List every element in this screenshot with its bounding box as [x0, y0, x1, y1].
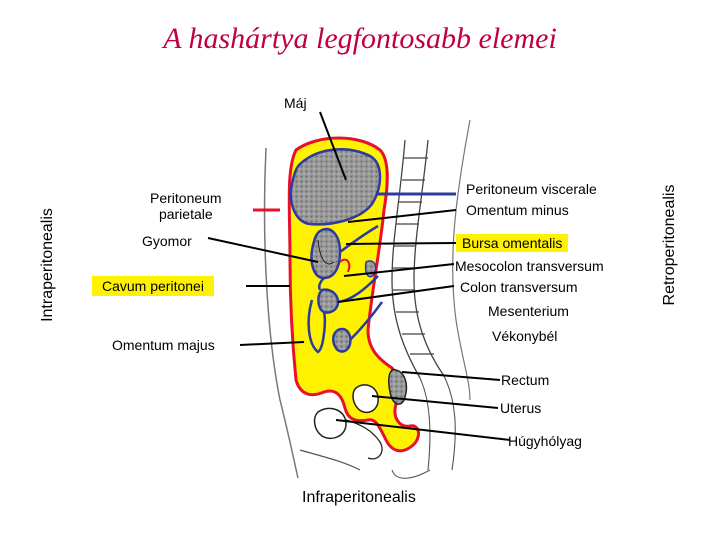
small-intestine-organ — [332, 327, 352, 353]
label-maj: Máj — [284, 95, 307, 111]
back-outline — [452, 119, 471, 401]
colon-transversum-organ — [317, 288, 340, 314]
bursa-omentalis-space — [339, 258, 351, 273]
slide-title: A hashártya legfontosabb elemei — [163, 22, 557, 55]
pointer-uterus — [371, 395, 499, 409]
label-gyomor: Gyomor — [142, 233, 192, 249]
label-infraperitonealis: Infraperitonealis — [302, 489, 416, 506]
pointer-lines — [207, 111, 511, 441]
label-vekonybel: Vékonybél — [492, 328, 558, 344]
pointer-gyomor — [207, 237, 319, 263]
pointer-colon — [337, 285, 455, 303]
pointer-mesocolon — [343, 263, 455, 277]
spine — [391, 139, 445, 379]
pointer-omentum-minus — [347, 209, 457, 223]
sacrum — [391, 375, 456, 479]
label-peritoneum-parietale: Peritoneum parietale — [150, 190, 222, 222]
label-hugyholyag: Húgyhólyag — [508, 433, 582, 449]
liver-organ — [289, 148, 382, 226]
uterus-organ — [352, 384, 379, 414]
pointer-bursa — [345, 242, 457, 245]
label-colon-transversum: Colon transversum — [460, 279, 578, 295]
label-omentum-minus: Omentum minus — [466, 202, 569, 218]
rectum-organ — [387, 369, 408, 405]
label-omentum-majus: Omentum majus — [112, 337, 215, 353]
bladder-organ — [313, 407, 347, 440]
label-bursa-omentalis: Bursa omentalis — [456, 234, 569, 252]
label-retroperitonealis: Retroperitonealis — [661, 184, 678, 306]
label-mesocolon-transversum: Mesocolon transversum — [455, 258, 604, 274]
label-cavum-peritonei: Cavum peritonei — [92, 276, 214, 296]
label-mesenterium: Mesenterium — [488, 303, 569, 319]
pointer-omentum-majus — [239, 341, 305, 346]
pointer-rectum — [401, 371, 501, 381]
label-intraperitonealis: Intraperitonealis — [39, 208, 56, 322]
stomach-organ — [310, 227, 342, 280]
pointer-maj — [319, 111, 347, 181]
label-peritoneum-viscerale: Peritoneum viscerale — [466, 181, 597, 197]
label-uterus: Uterus — [500, 400, 542, 416]
label-rectum: Rectum — [501, 372, 550, 388]
pointer-hugyholyag — [335, 419, 511, 441]
